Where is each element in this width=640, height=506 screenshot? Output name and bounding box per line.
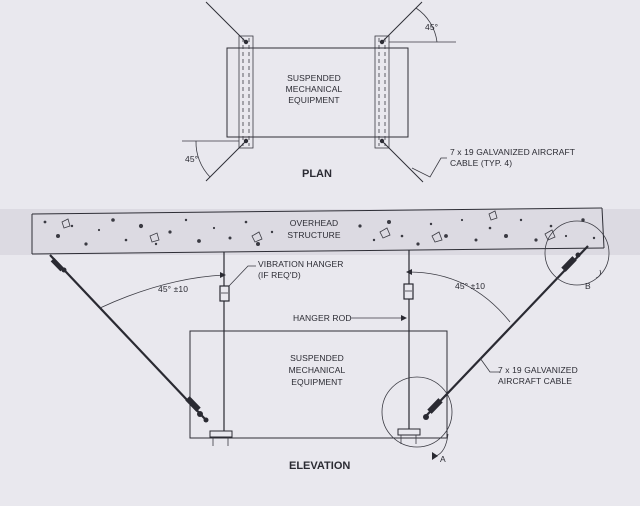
plan-angle-arc-top [415,7,438,43]
vibration-hanger-line1: VIBRATION HANGER [258,259,344,269]
plan-equipment-line3: EQUIPMENT [288,95,339,105]
aircraft-cable-right [424,245,589,418]
cable-clamp-right-bottom [423,398,443,420]
plan-cable-top-left [205,1,247,43]
plan-bracket-right [374,35,390,149]
concrete-aggregate [43,218,596,246]
vibration-hanger-left [219,285,230,302]
elevation-view: OVERHEAD STRUCTURE SUSPENDED MECHANICAL … [0,207,640,472]
detail-circle-b [544,220,610,286]
elevation-cable-note-line1: 7 x 19 GALVANIZED [498,365,578,375]
elevation-equipment-box [189,330,448,439]
base-bracket-right [397,428,421,436]
cable-clamp-left-bottom [185,396,209,423]
angle-arc-right [408,271,511,323]
angle-left-label: 45° ±10 [158,284,188,294]
vibration-hanger-right [403,283,414,300]
plan-cable-note-line2: CABLE (TYP. 4) [450,158,512,168]
overhead-structure-slab [0,209,640,255]
cable-clamp-left-top [50,257,67,273]
plan-cable-note-line1: 7 x 19 GALVANIZED AIRCRAFT [450,147,575,157]
detail-circle-a [381,376,453,448]
vibration-hanger-line2: (IF REQ'D) [258,270,301,280]
plan-equipment-line2: MECHANICAL [286,84,343,94]
angle-right-label: 45° ±10 [455,281,485,291]
plan-cable-top-right [381,1,423,43]
detail-a-label: A [440,454,446,464]
detail-b-label: B [585,281,591,291]
elevation-cable-leader [479,357,500,373]
plan-cable-leader [411,157,447,178]
structure-label-line2: STRUCTURE [287,230,341,240]
elevation-title: ELEVATION [289,460,350,472]
plan-angle-arc-left [195,140,211,178]
plan-cable-bottom-left [205,140,247,182]
elevation-equipment-line1: SUSPENDED [290,353,344,363]
plan-bracket-left [238,35,254,149]
elevation-equipment-line2: MECHANICAL [289,365,346,375]
plan-equipment-box [226,47,409,138]
hanger-rod-label: HANGER ROD [293,313,352,323]
base-bracket-left [209,430,233,438]
elevation-cable-note-line2: AIRCRAFT CABLE [498,376,572,386]
structure-label-line1: OVERHEAD [290,218,339,228]
elevation-equipment-line3: EQUIPMENT [291,377,342,387]
plan-title: PLAN [302,168,332,180]
vibration-hanger-leader [228,265,256,287]
cable-clamp-right-top [561,252,581,272]
plan-view: 45° 45° SUSPENDED MECHANICAL EQUIPMENT 7… [182,1,575,183]
aircraft-cable-left [49,254,207,421]
plan-equipment-line1: SUSPENDED [287,73,341,83]
plan-cable-bottom-right [381,140,424,183]
plan-angle-top-label: 45° [425,22,438,32]
plan-angle-left-label: 45° [185,154,198,164]
angle-arc-left [99,274,225,309]
